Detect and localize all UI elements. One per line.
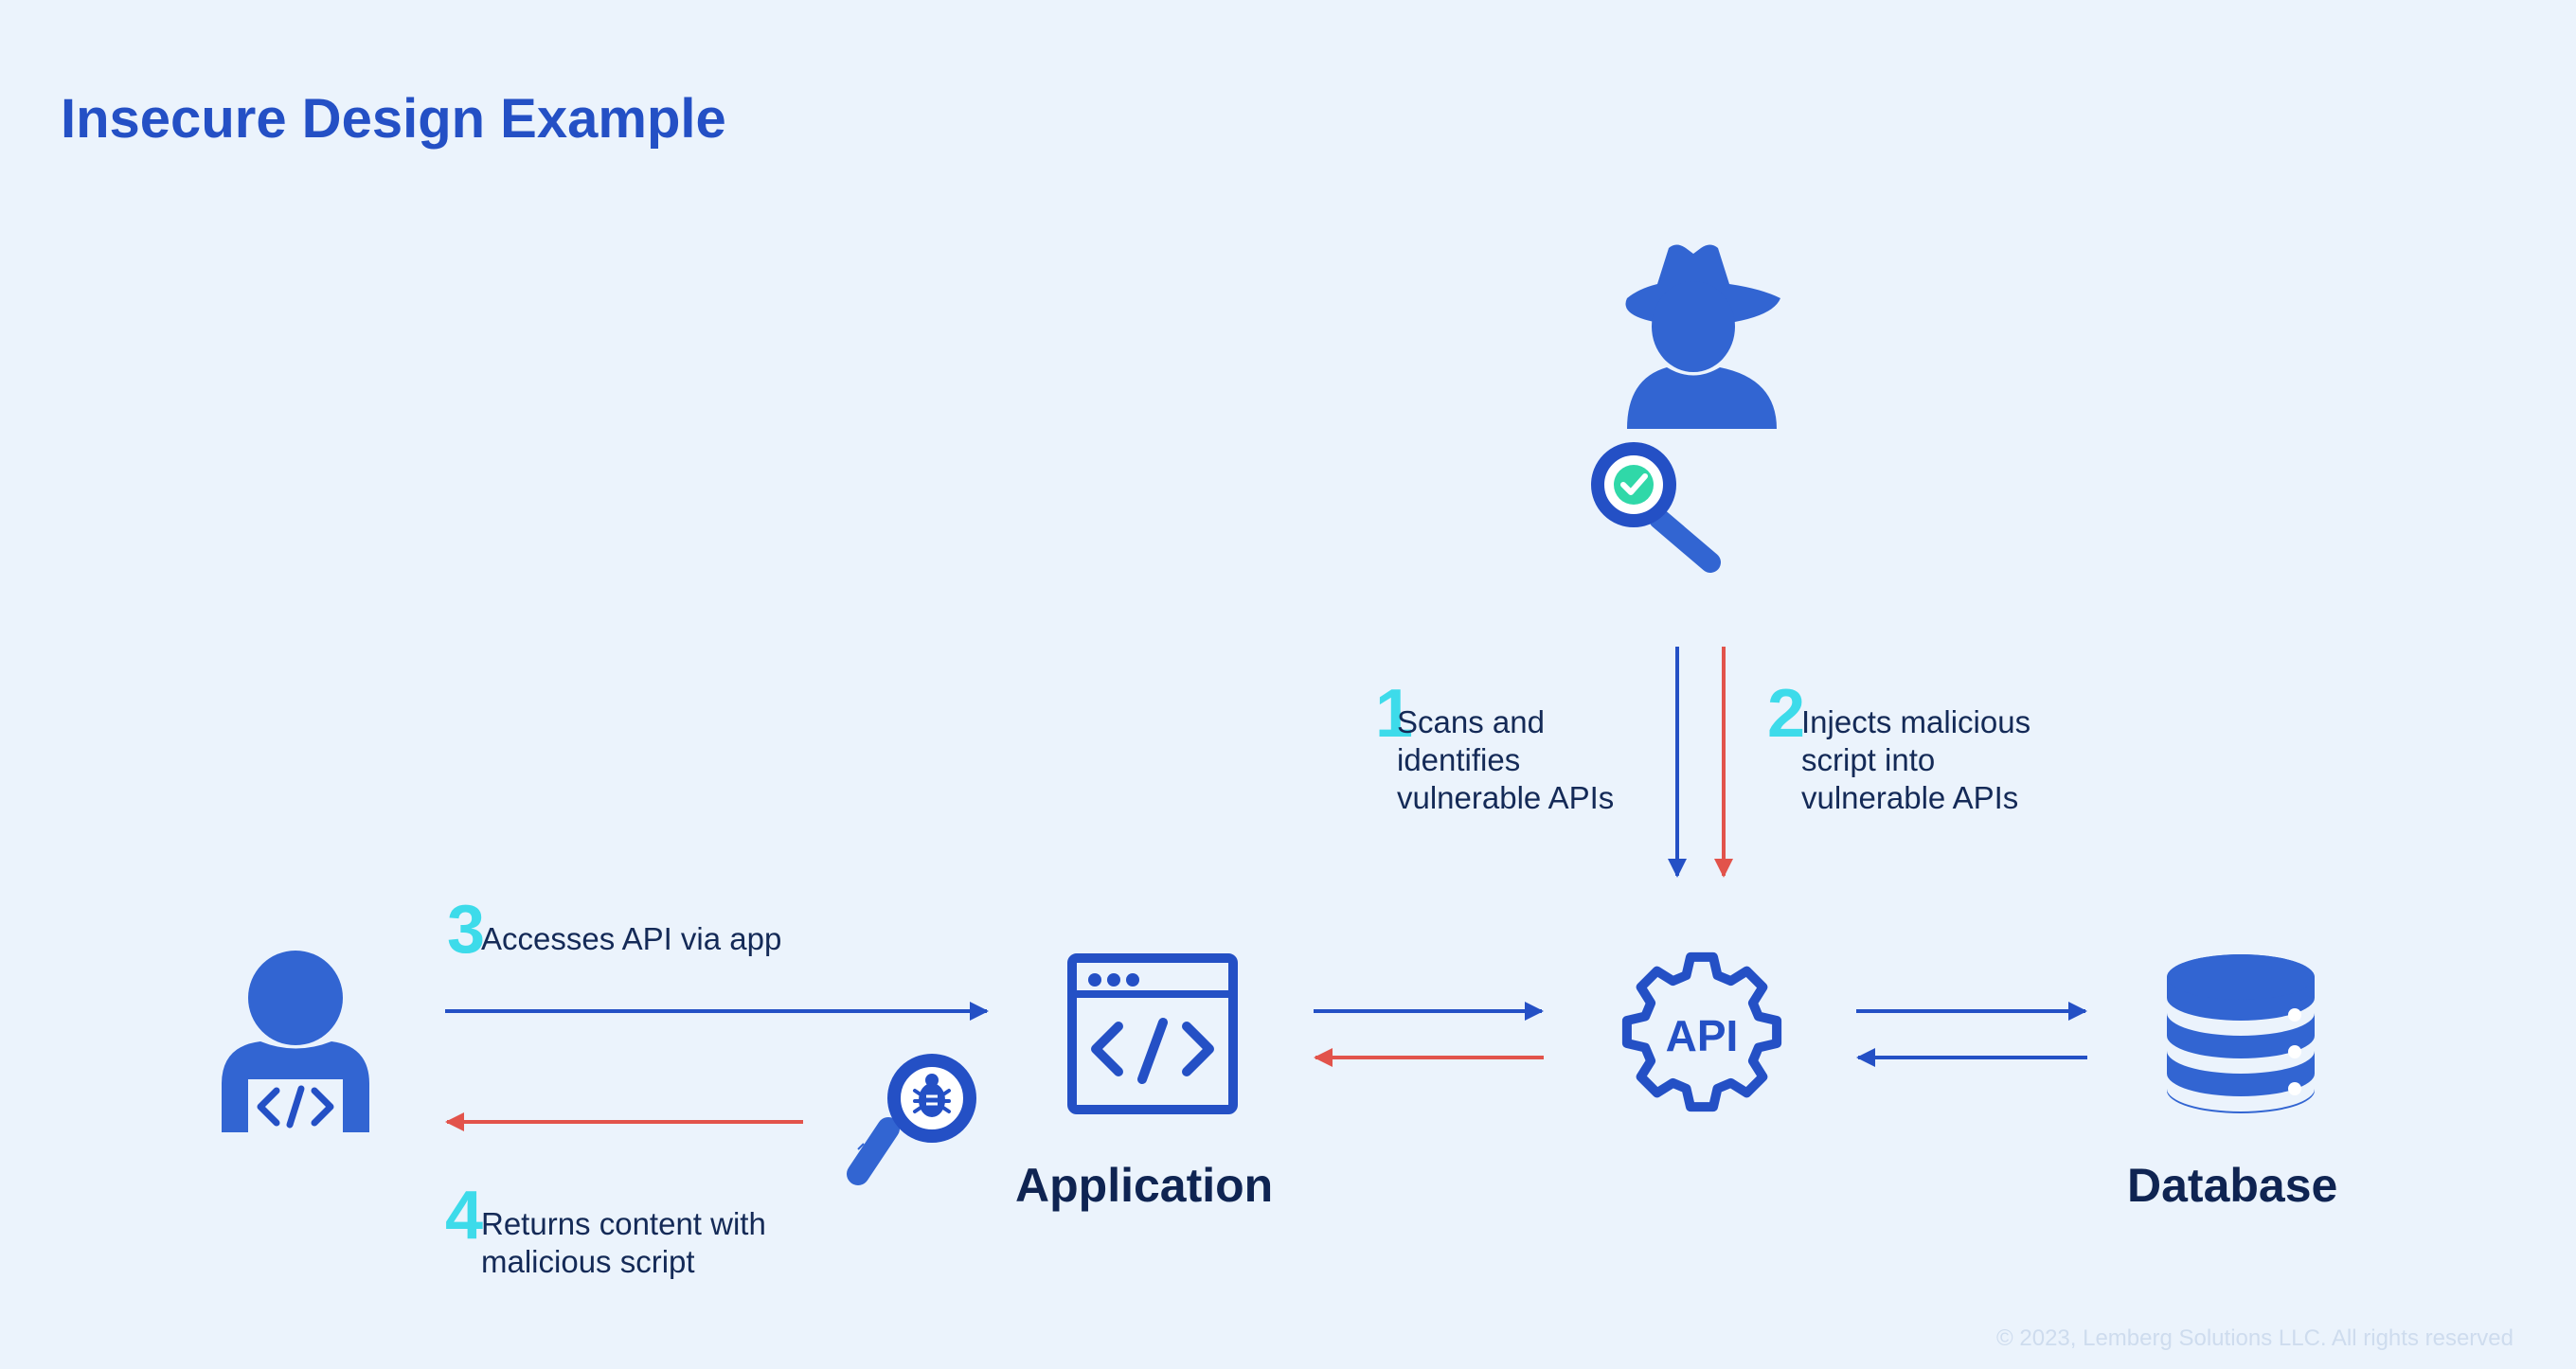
magnifier-check-icon (1591, 442, 1721, 573)
api-label: API (1666, 1011, 1739, 1060)
step-3-text: Accesses API via app (481, 921, 782, 956)
step-4-number: 4 (445, 1178, 484, 1253)
copyright-footer: © 2023, Lemberg Solutions LLC. All right… (1996, 1325, 2513, 1351)
step-2-text: Injects malicious script into vulnerable… (1801, 704, 2031, 815)
application-label: Application (1015, 1159, 1274, 1212)
hacker-icon (1625, 244, 1780, 429)
step-1-number: 1 (1375, 676, 1414, 752)
step-2-number: 2 (1767, 676, 1806, 752)
database-label: Database (2127, 1159, 2338, 1212)
step-3-number: 3 (447, 892, 486, 968)
page-title: Insecure Design Example (61, 88, 726, 150)
api-gear-icon: API (1621, 951, 1782, 1112)
code-window-icon (1067, 953, 1238, 1114)
step-4-text: Returns content with malicious script (481, 1206, 766, 1279)
step-1-text: Scans and identifies vulnerable APIs (1397, 704, 1615, 815)
database-icon (2167, 954, 2315, 1113)
magnifier-bug-icon (847, 1054, 976, 1185)
developer-user-icon (222, 951, 369, 1132)
